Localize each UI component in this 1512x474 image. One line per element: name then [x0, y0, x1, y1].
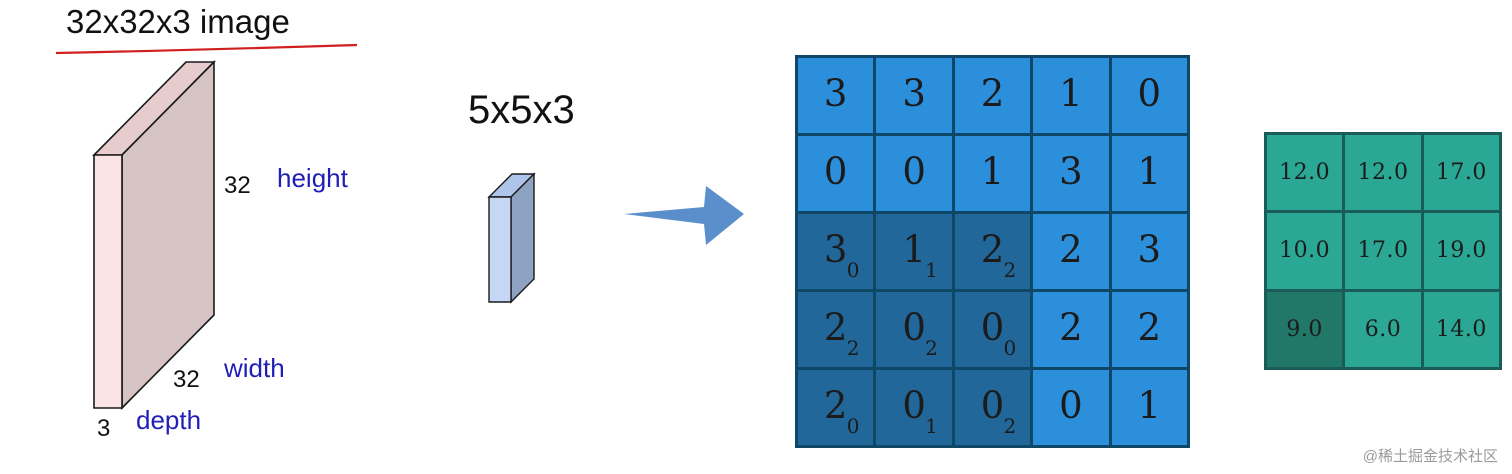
- input-grid-cell: 3: [1111, 214, 1187, 289]
- title-underline: [55, 43, 358, 55]
- input-cell-value: 0: [1059, 384, 1083, 427]
- input-cell-value: 2: [823, 306, 848, 349]
- input-grid-cell: 1: [1033, 58, 1109, 133]
- kernel-front-face: [488, 196, 512, 303]
- input-grid-cell: 3: [798, 58, 874, 133]
- output-grid-cell: 9.0: [1267, 291, 1343, 367]
- input-cell-value: 3: [1059, 150, 1083, 193]
- input-cell-value: 2: [980, 228, 1005, 271]
- input-cell-value: 2: [1059, 306, 1083, 349]
- arrow-icon: [624, 186, 744, 245]
- output-grid-cell: 19.0: [1423, 213, 1499, 289]
- input-cell-value: 2: [1059, 228, 1083, 271]
- width-label: width: [224, 353, 285, 383]
- input-volume-front-face: [93, 154, 123, 409]
- input-cell-value: 1: [902, 228, 926, 271]
- kernel-weight-subscript: 2: [1003, 414, 1017, 438]
- depth-value: 3: [97, 415, 111, 442]
- input-cell-value: 0: [823, 150, 848, 193]
- input-cell-value: 0: [902, 306, 926, 349]
- input-cell-value: 1: [1137, 384, 1162, 427]
- input-cell-value: 1: [1137, 150, 1162, 193]
- input-cell-value: 3: [823, 72, 848, 115]
- input-volume-title: 32x32x3 image: [66, 3, 290, 40]
- kernel-weight-subscript: 2: [925, 336, 938, 360]
- input-grid-cell: 2: [954, 58, 1031, 133]
- kernel-weight-subscript: 2: [1003, 258, 1017, 282]
- kernel-weight-subscript: 1: [925, 258, 938, 282]
- kernel-title: 5x5x3: [468, 88, 575, 132]
- output-grid-cell: 12.0: [1345, 135, 1421, 211]
- input-cell-value: 3: [902, 72, 926, 115]
- input-cell-value: 1: [980, 150, 1005, 193]
- input-grid-cell: 0: [1033, 370, 1109, 445]
- input-grid-cell: 1: [1111, 370, 1187, 445]
- output-grid-cell: 17.0: [1345, 213, 1421, 289]
- input-grid-cell: 3: [876, 58, 952, 133]
- output-grid-cell: 10.0: [1267, 213, 1343, 289]
- input-cell-value: 0: [1137, 72, 1162, 115]
- input-cell-value: 1: [1059, 72, 1083, 115]
- output-grid-cell: 14.0: [1423, 291, 1499, 367]
- output-grid-cell: 12.0: [1267, 135, 1343, 211]
- kernel-weight-subscript: 0: [1003, 336, 1017, 360]
- input-cell-value: 0: [902, 384, 926, 427]
- input-cell-value: 2: [1137, 306, 1162, 349]
- input-grid-cell: 0: [798, 136, 874, 211]
- output-grid-cell: 17.0: [1423, 135, 1499, 211]
- input-grid-cell: 2: [1111, 292, 1187, 367]
- kernel-weight-subscript: 0: [846, 414, 860, 438]
- input-cell-value: 0: [980, 384, 1005, 427]
- input-cell-value: 2: [980, 72, 1005, 115]
- output-grid-cell: 6.0: [1345, 291, 1421, 367]
- kernel-side-face: [510, 172, 535, 304]
- input-cell-value: 3: [1137, 228, 1162, 271]
- input-grid-cell: 0: [1111, 58, 1187, 133]
- watermark: @稀土掘金技术社区: [1362, 448, 1498, 465]
- height-value: 32: [224, 172, 251, 199]
- input-cell-value: 2: [823, 384, 848, 427]
- input-cell-value: 0: [902, 150, 926, 193]
- width-value: 32: [173, 366, 200, 393]
- input-grid-cell: 1: [954, 136, 1031, 211]
- input-cell-value: 3: [823, 228, 848, 271]
- input-grid-cell: 3: [1033, 136, 1109, 211]
- kernel-weight-subscript: 2: [846, 336, 860, 360]
- input-cell-value: 0: [980, 306, 1005, 349]
- kernel-weight-subscript: 0: [846, 258, 860, 282]
- input-grid-cell: 1: [1111, 136, 1187, 211]
- depth-label: depth: [136, 405, 202, 435]
- height-label: height: [277, 163, 348, 193]
- input-grid-cell: 2: [1033, 292, 1109, 367]
- kernel-weight-subscript: 1: [925, 414, 938, 438]
- input-grid-cell: 0: [876, 136, 952, 211]
- input-grid-cell: 2: [1033, 214, 1109, 289]
